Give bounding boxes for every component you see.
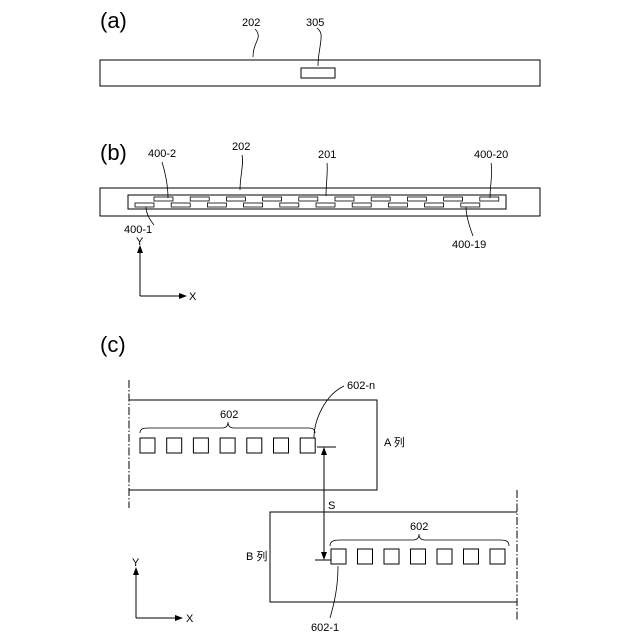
ref-202-b: 202 [232, 141, 250, 153]
chip-odd [207, 203, 226, 207]
chip-odd [388, 203, 407, 207]
cell-row-b [437, 549, 452, 564]
ref-400-20: 400-20 [474, 149, 508, 161]
chip-even [371, 197, 390, 201]
panel-c-label: (c) [100, 332, 126, 357]
chip-odd [352, 203, 371, 207]
leader-202-a [253, 29, 258, 57]
chip-even [444, 197, 463, 201]
cell-row-a [193, 438, 208, 453]
cell-row-b [358, 549, 373, 564]
panel-b: (b) 400-2 202 201 400-20 400-1 400-19 Y … [100, 140, 540, 303]
part-305 [301, 68, 335, 78]
row-a-cells [140, 438, 315, 453]
chip-odd [316, 203, 335, 207]
y-axis-label-b: Y [136, 236, 144, 248]
chip-odd [425, 203, 444, 207]
y-axis-label-c: Y [132, 557, 140, 569]
ref-400-2: 400-2 [148, 148, 176, 160]
cell-row-a [167, 438, 182, 453]
cell-row-b [490, 549, 505, 564]
x-arrow-c [175, 615, 183, 621]
chip-odd [171, 203, 190, 207]
chip-even [299, 197, 318, 201]
leader-202-b [240, 155, 243, 190]
ref-602-b: 602 [410, 521, 428, 533]
chip-even [480, 197, 499, 201]
chip-odd [244, 203, 263, 207]
ref-400-19: 400-19 [452, 239, 486, 251]
leader-602-n [314, 386, 344, 438]
brace-602-b [330, 534, 509, 546]
x-axis-label-c: X [186, 613, 194, 625]
brace-602-a [140, 422, 315, 433]
cell-row-b [331, 549, 346, 564]
cell-row-b [384, 549, 399, 564]
cell-row-a [247, 438, 262, 453]
ref-602-1: 602-1 [311, 622, 339, 634]
axes-b: Y X [136, 236, 197, 303]
cell-row-a [274, 438, 289, 453]
x-arrow-b [179, 293, 187, 299]
cell-row-a [220, 438, 235, 453]
panel-b-label: (b) [100, 140, 127, 165]
ref-400-1: 400-1 [124, 224, 152, 236]
row-b-cells [331, 549, 505, 564]
ref-202-a: 202 [242, 17, 260, 29]
leader-602-1 [330, 566, 338, 618]
ref-602-a: 602 [220, 409, 238, 421]
panel-a-label: (a) [100, 8, 127, 33]
panel-a: (a) 202 305 [100, 8, 540, 86]
cell-row-b [411, 549, 426, 564]
gap-s-arrow-bottom [321, 552, 327, 560]
chip-odd [280, 203, 299, 207]
cell-row-a [300, 438, 315, 453]
axes-c: Y X [132, 557, 194, 625]
ref-201: 201 [318, 149, 336, 161]
ref-602-n: 602-n [347, 380, 375, 392]
chip-even [263, 197, 282, 201]
panel-c: (c) 602 602-n A 列 S 602 B 列 602-1 Y [100, 332, 517, 634]
cell-row-b [464, 549, 479, 564]
chip-even [407, 197, 426, 201]
chip-odd [461, 203, 480, 207]
x-axis-label-b: X [189, 291, 197, 303]
chip-even [190, 197, 209, 201]
row-a-label: A 列 [384, 435, 405, 449]
row-b-label: B 列 [246, 549, 267, 563]
gap-s-label: S [328, 500, 335, 512]
ref-305: 305 [306, 17, 324, 29]
chip-even [335, 197, 354, 201]
chip-odd [135, 203, 154, 207]
chip-even [154, 197, 173, 201]
gap-s-arrow-top [321, 447, 327, 455]
cell-row-a [140, 438, 155, 453]
chip-even [226, 197, 245, 201]
